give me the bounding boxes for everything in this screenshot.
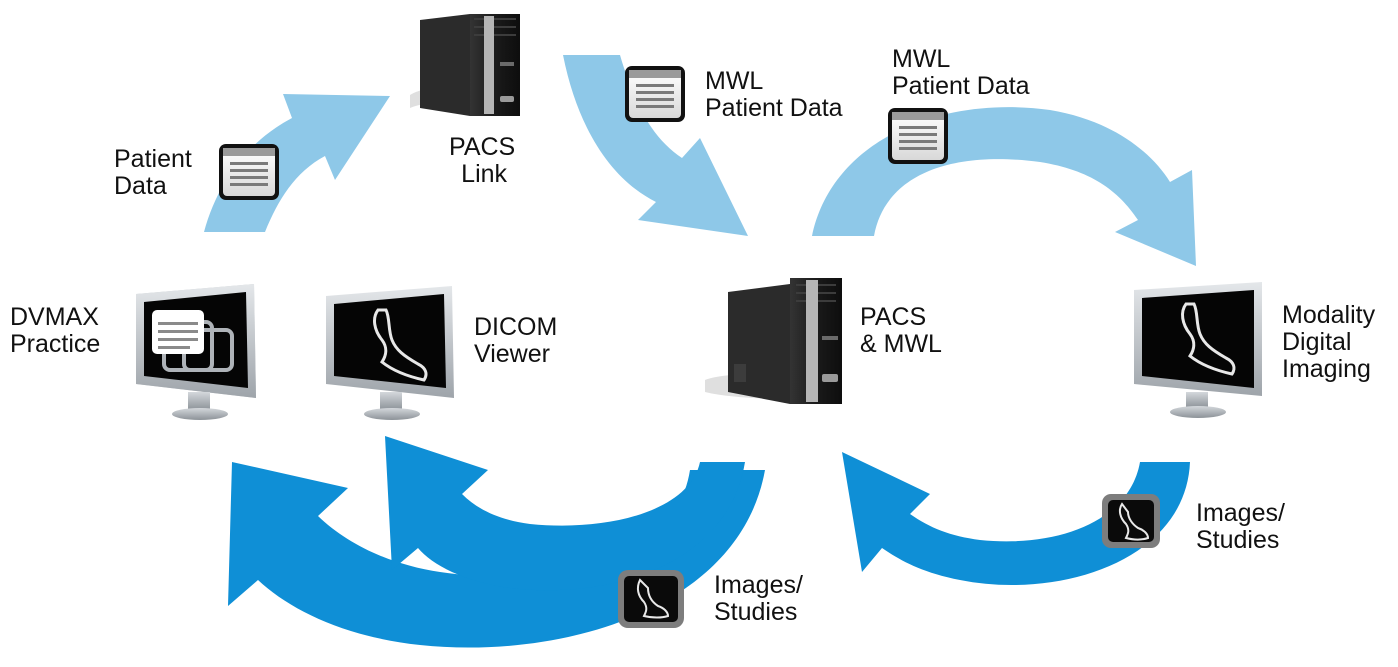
modality-monitor	[1134, 282, 1262, 418]
pacs-mwl-label-line2: & MWL	[860, 330, 942, 358]
dicom-viewer-monitor	[326, 286, 454, 420]
xray-bone-icon	[1181, 302, 1236, 376]
patient-data-label-line2: Data	[114, 172, 167, 200]
xray-bone-icon	[373, 308, 428, 382]
documents-icon	[152, 310, 234, 372]
dvmax-label-line1: DVMAX	[10, 303, 99, 331]
arrow-images-from-modality	[842, 452, 1190, 586]
patient-data-label: Patient Data	[114, 146, 192, 200]
pacs-mwl-label: PACS & MWL	[860, 304, 942, 358]
pacs-link-label-line2: Link	[461, 160, 508, 188]
pacs-link-label: PACS Link	[449, 134, 515, 188]
mwl-to-modality-label-line2: Patient Data	[892, 72, 1030, 100]
images-to-viewers-label-line2: Studies	[714, 598, 798, 626]
modality-label-line1: Modality	[1282, 301, 1376, 329]
dvmax-monitor	[136, 284, 256, 420]
patient-data-document-icon	[219, 144, 279, 200]
mwl-to-pacs-document-icon	[625, 66, 685, 122]
modality-label-line3: Imaging	[1282, 355, 1371, 383]
modality-label: Modality Digital Imaging	[1282, 302, 1375, 383]
images-to-viewers-label: Images/ Studies	[714, 572, 803, 626]
dicom-viewer-label-line2: Viewer	[474, 340, 550, 368]
images-from-modality-label-line1: Images/	[1196, 499, 1285, 527]
images-from-modality-label-line2: Studies	[1196, 526, 1280, 554]
dvmax-label-line2: Practice	[10, 330, 101, 358]
modality-label-line2: Digital	[1282, 328, 1352, 356]
pacs-mwl-server	[705, 278, 842, 404]
mwl-to-pacs-label-line2: Patient Data	[705, 94, 843, 122]
pacs-link-server	[410, 14, 520, 116]
mwl-to-modality-label-line1: MWL	[892, 45, 951, 73]
images-to-viewers-label-line1: Images/	[714, 571, 803, 599]
mwl-to-modality-label: MWL Patient Data	[892, 46, 1030, 100]
images-to-viewers-xray-card-icon	[618, 570, 684, 628]
dicom-viewer-label-line1: DICOM	[474, 313, 558, 341]
arrow-mwl-to-modality	[812, 107, 1196, 266]
patient-data-label-line1: Patient	[114, 145, 192, 173]
arrow-mwl-to-pacs	[563, 55, 748, 236]
mwl-to-pacs-label-line1: MWL	[705, 67, 764, 95]
mwl-to-modality-document-icon	[888, 108, 948, 164]
arrow-images-to-dicom-viewer	[385, 436, 745, 591]
pacs-mwl-label-line1: PACS	[860, 303, 927, 331]
dicom-viewer-label: DICOM Viewer	[474, 314, 557, 368]
mwl-to-pacs-label: MWL Patient Data	[705, 68, 843, 122]
dvmax-label: DVMAX Practice	[10, 304, 100, 358]
pacs-link-label-line1: PACS	[449, 133, 516, 161]
images-from-modality-xray-card-icon	[1102, 494, 1160, 548]
images-from-modality-label: Images/ Studies	[1196, 500, 1285, 554]
